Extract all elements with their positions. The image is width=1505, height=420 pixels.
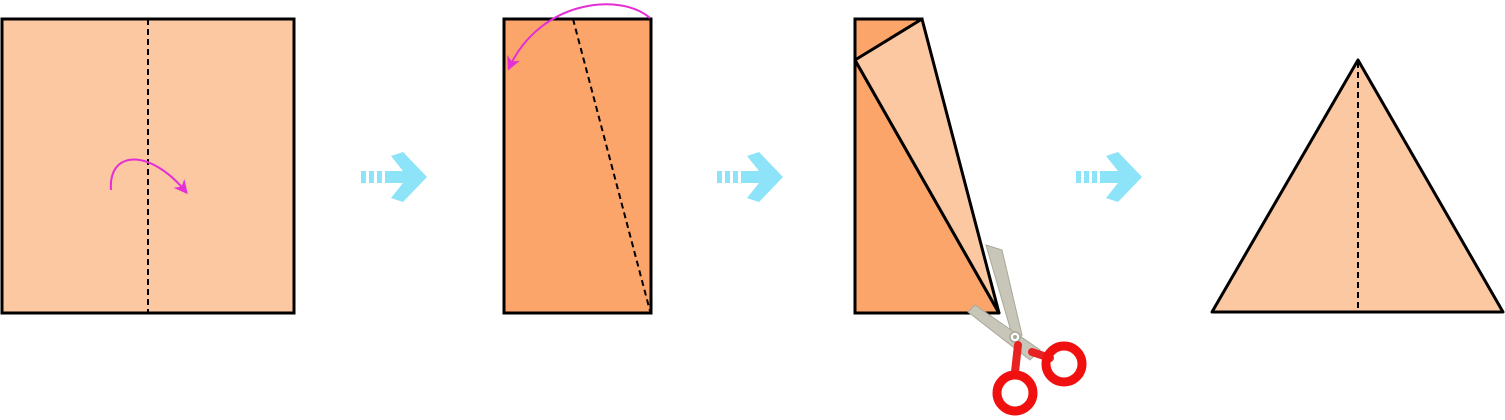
curved-arrow-icon — [507, 3, 651, 71]
arrow-right-icon — [717, 152, 783, 202]
curved-arrow-icon — [109, 158, 188, 195]
step-4-triangle-paper — [1210, 58, 1505, 314]
arrow-right-icon — [1076, 152, 1142, 202]
paper-folded-flap — [853, 17, 1001, 315]
paper-rectangle — [502, 17, 653, 315]
step-2-rectangle-paper — [502, 3, 653, 315]
scissors-icon — [967, 244, 1087, 416]
step-3-folded-paper — [853, 17, 1087, 416]
step-1-square-paper — [0, 17, 296, 315]
arrow-right-icon — [361, 152, 427, 202]
fold-line — [572, 18, 651, 312]
